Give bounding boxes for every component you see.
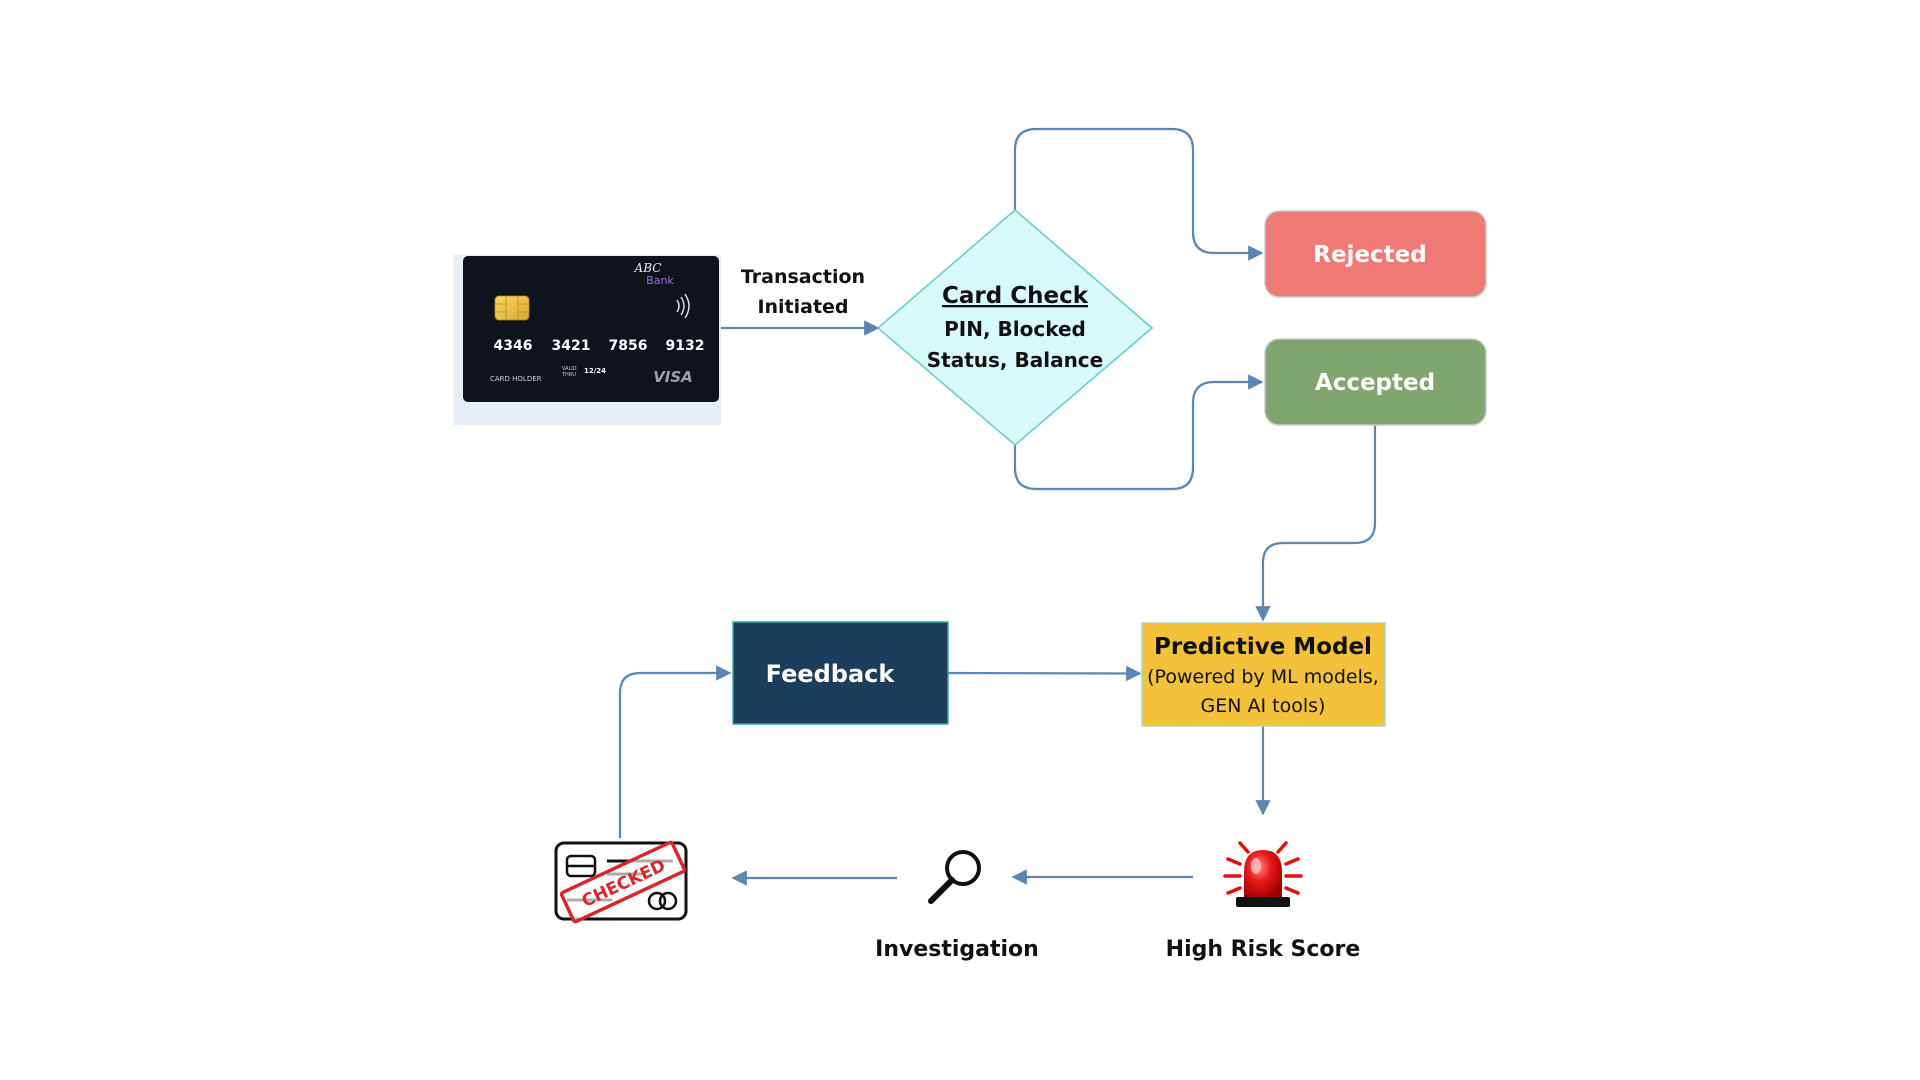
- predictive-title: Predictive Model: [1154, 634, 1372, 660]
- card-network-logo: VISA: [653, 368, 693, 386]
- chip-icon: [494, 295, 530, 321]
- card-number-group-3: 7856: [609, 338, 648, 354]
- valid-label-2: THRU: [561, 372, 576, 378]
- transaction-label-line1: Transaction: [741, 266, 865, 288]
- accepted-box: [1264, 338, 1487, 426]
- credit-card-icon: ABC Bank 4346 3421 7856 9132 CARD HOLDER…: [453, 255, 721, 425]
- bank-name-line1: ABC: [634, 261, 662, 275]
- investigation-label: Investigation: [875, 937, 1039, 962]
- connector-check-to-accepted: [1013, 374, 1264, 491]
- connector-checked-to-feedback: [618, 665, 732, 838]
- predictive-model-node[interactable]: Predictive Model (Powered by ML models, …: [1141, 622, 1386, 727]
- valid-label-1: VALID: [562, 366, 577, 372]
- transaction-label-line2: Initiated: [757, 296, 848, 318]
- connector-check-to-rejected: [1013, 127, 1264, 261]
- card-holder-label: CARD HOLDER: [490, 375, 542, 383]
- decision-title: Card Check: [942, 283, 1089, 309]
- magnifier-icon: [928, 850, 981, 904]
- contactless-icon: [676, 293, 690, 319]
- siren-icon: [1223, 841, 1303, 907]
- rejected-box: [1264, 210, 1487, 298]
- accepted-node[interactable]: Accepted: [1264, 338, 1487, 426]
- decision-line2: Status, Balance: [927, 348, 1103, 372]
- card-check-decision[interactable]: Card Check PIN, Blocked Status, Balance: [876, 208, 1154, 447]
- checked-card-icon: CHECKED: [554, 840, 688, 924]
- feedback-box: [732, 621, 949, 725]
- feedback-label: Feedback: [766, 660, 896, 688]
- card-expiry: 12/24: [584, 367, 606, 375]
- card-number-group-1: 4346: [494, 338, 533, 354]
- card-number-group-4: 9132: [666, 338, 705, 354]
- card-body: [463, 256, 719, 402]
- feedback-node[interactable]: Feedback: [732, 621, 949, 725]
- bank-name-line2: Bank: [646, 274, 674, 287]
- predictive-line1: (Powered by ML models,: [1147, 666, 1379, 688]
- decision-diamond-shape: [876, 208, 1154, 447]
- accepted-label: Accepted: [1315, 370, 1435, 396]
- rejected-node[interactable]: Rejected: [1264, 210, 1487, 298]
- card-number-group-2: 3421: [552, 338, 591, 354]
- connector-accepted-to-model: [1255, 425, 1377, 622]
- rejected-label: Rejected: [1313, 242, 1426, 268]
- connectors: [618, 127, 1377, 886]
- predictive-line2: GEN AI tools): [1201, 695, 1326, 717]
- connector-feedback-to-model: [947, 665, 1142, 682]
- high-risk-label: High Risk Score: [1166, 937, 1361, 962]
- decision-line1: PIN, Blocked: [944, 317, 1086, 341]
- predictive-box: [1141, 622, 1386, 727]
